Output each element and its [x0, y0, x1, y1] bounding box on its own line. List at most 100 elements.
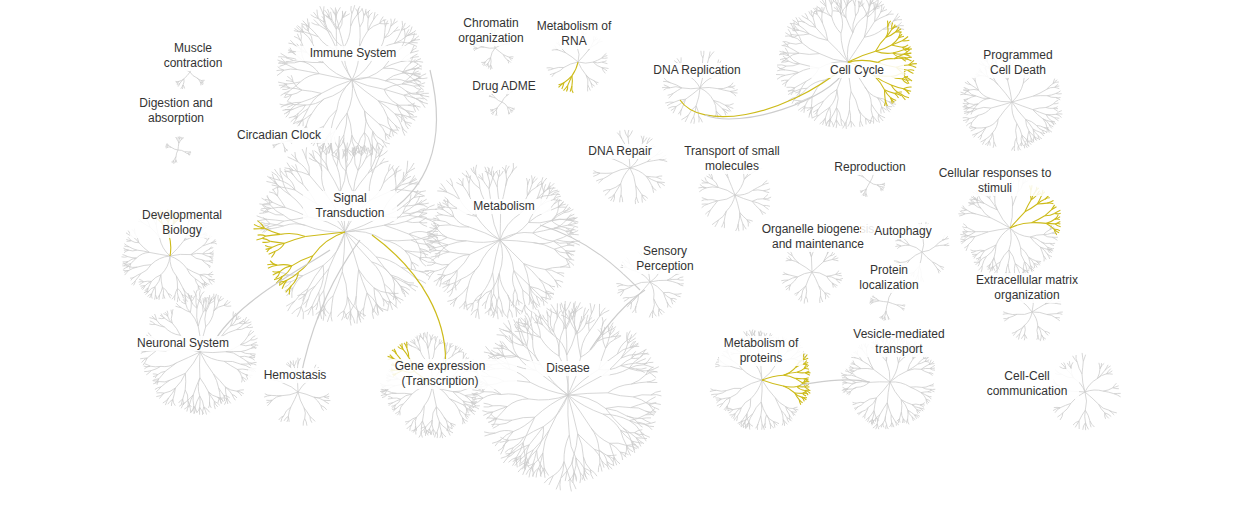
- pathway-branch: [284, 147, 285, 150]
- pathway-branch: [409, 231, 427, 234]
- pathway-branch: [799, 53, 820, 54]
- pathway-branch: [699, 188, 706, 192]
- pathway-branch: [846, 110, 849, 122]
- pathway-branch: [798, 34, 809, 35]
- pathway-branch: [502, 96, 507, 102]
- pathway-branch: [345, 232, 376, 257]
- pathway-branch: [846, 18, 853, 33]
- pathway-branch: [694, 117, 695, 124]
- pathway-branch: [960, 211, 965, 214]
- pathway-branch: [825, 118, 826, 125]
- pathway-branch: [831, 108, 837, 119]
- pathway-branch: [979, 108, 991, 115]
- pathway-branch: [496, 98, 503, 102]
- pathway-branch: [345, 232, 372, 262]
- pathway-branch: [848, 121, 851, 127]
- pathway-branch: [1033, 110, 1043, 119]
- pathway-branch: [882, 184, 885, 185]
- pathway-branch: [636, 197, 638, 203]
- pathway-branch: [278, 67, 284, 71]
- pathway-branch: [779, 66, 786, 69]
- pathway-branch: [190, 72, 197, 78]
- pathway-branch: [419, 218, 426, 222]
- pathway-branch: [728, 83, 733, 87]
- pathway-branch: [344, 297, 348, 311]
- pathway-branch: [736, 224, 739, 231]
- pathway-branch: [853, 16, 856, 33]
- pathway-branch: [870, 182, 877, 185]
- pathway-branch: [795, 31, 802, 43]
- pathway-branch: [328, 171, 340, 193]
- pathway-branch: [292, 90, 302, 95]
- pathway-branch: [871, 104, 878, 114]
- pathway-branch: [1056, 114, 1061, 117]
- pathway-branch: [1016, 124, 1017, 138]
- pathway-branch: [851, 92, 858, 110]
- pathway-branch: [735, 195, 740, 213]
- pathway-branch: [364, 10, 370, 16]
- pathway-branch: [351, 6, 352, 14]
- pathway-branch: [831, 5, 832, 17]
- pathway-branch: [837, 0, 838, 5]
- pathway-branch: [495, 48, 503, 55]
- pathway-branch: [991, 218, 1011, 228]
- pathway-branch: [372, 131, 373, 145]
- pathway-branch: [783, 42, 790, 44]
- pathway-branch: [971, 250, 976, 251]
- pathway-branch: [578, 51, 588, 62]
- pathway-branch: [860, 120, 863, 126]
- pathway-branch: [708, 200, 718, 201]
- pathway-branch: [696, 106, 699, 116]
- pathway-branch: [321, 80, 352, 93]
- pathway-branch: [977, 107, 991, 109]
- pathway-branch: [416, 99, 423, 103]
- pathway-branch: [730, 91, 736, 96]
- pathway-branch: [284, 69, 297, 70]
- pathway-branch: [411, 240, 426, 244]
- pathway-branch: [819, 107, 830, 115]
- pathway-branch: [994, 258, 997, 266]
- pathway-branch: [357, 313, 358, 324]
- pathway-branch: [856, 7, 859, 16]
- pathway-branch: [1021, 135, 1022, 142]
- pathway-branch: [728, 87, 734, 89]
- pathway-branch: [851, 121, 852, 128]
- pathway-branch: [1010, 228, 1030, 237]
- pathway-branch: [735, 195, 752, 201]
- pathway-branch: [667, 102, 674, 105]
- pathway-branch: [1047, 94, 1056, 96]
- pathway-branch: [700, 88, 713, 100]
- pathway-branch: [427, 231, 439, 232]
- pathway-branch: [352, 78, 385, 81]
- pathway-branch: [419, 204, 428, 207]
- pathway-branch: [1006, 264, 1008, 272]
- pathway-branch: [865, 87, 872, 105]
- pathway-branch: [976, 214, 991, 218]
- pathway-branch: [682, 88, 700, 89]
- pathway-branch: [836, 120, 837, 128]
- pathway-branch: [1033, 108, 1046, 110]
- pathway-branch: [789, 47, 799, 53]
- pathway-branch: [1018, 146, 1019, 151]
- pathway-branch: [593, 62, 602, 63]
- pathway-branch: [1015, 264, 1023, 270]
- pathway-branch: [284, 93, 292, 94]
- pathway-branch: [306, 147, 307, 159]
- pathway-branch: [620, 195, 621, 203]
- pathway-branch: [822, 13, 823, 24]
- pathway-branch: [1043, 255, 1044, 261]
- pathway-branch: [830, 107, 831, 119]
- pathway-branch: [821, 11, 831, 17]
- pathway-branch: [621, 168, 630, 184]
- pathway-branch: [359, 30, 368, 47]
- pathway-branch: [257, 216, 267, 220]
- pathway-branch: [621, 184, 622, 195]
- pathway-branch: [785, 70, 799, 73]
- pathway-branch: [306, 225, 345, 232]
- pathway-branch: [795, 81, 806, 87]
- pathway-branch: [346, 171, 353, 193]
- pathway-branch: [384, 171, 389, 183]
- pathway-branch: [564, 62, 578, 68]
- pathway-branch: [420, 251, 429, 252]
- pathway-branch: [718, 87, 728, 89]
